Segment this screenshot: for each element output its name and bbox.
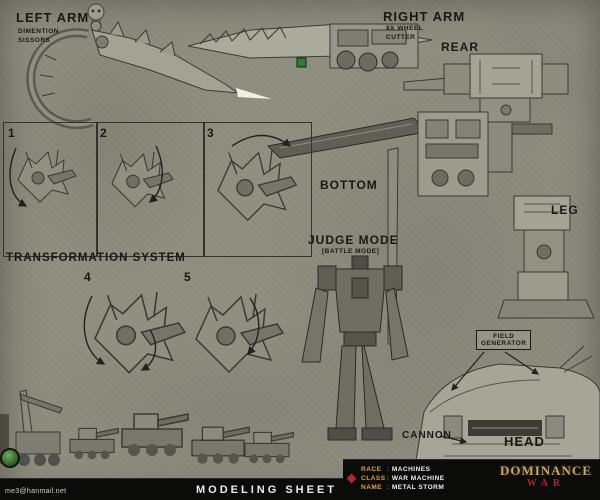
label-left-arm-sub1: DIMENTION xyxy=(18,28,59,35)
label-head: HEAD xyxy=(504,434,545,449)
spec-separator: : xyxy=(387,484,389,491)
left-arm-sketch xyxy=(26,20,272,130)
spec-row-name: NAME:METAL STORM xyxy=(361,483,445,492)
sheet-title: MODELING SHEET xyxy=(196,483,338,496)
head-sketch xyxy=(413,345,600,473)
label-right-arm: RIGHT ARM xyxy=(383,9,466,24)
logo-line2: WAR xyxy=(526,478,566,489)
spec-separator: : xyxy=(387,475,389,482)
label-transformation-system: TRANSFORMATION SYSTEM xyxy=(6,252,186,264)
label-bottom: BOTTOM xyxy=(320,178,378,192)
spec-row-class: CLASS:WAR MACHINE xyxy=(361,474,445,483)
transform-step-box-3 xyxy=(203,122,312,257)
logo-line1: DOMINANCE xyxy=(499,463,592,478)
field-generator-line2: GENERATOR xyxy=(481,340,527,347)
spec-label: NAME xyxy=(361,484,383,491)
transformation-step-sketches xyxy=(9,134,297,374)
spec-value: METAL STORM xyxy=(391,484,445,491)
spec-label: CLASS xyxy=(361,475,386,482)
spec-rows: RACE:MACHINES CLASS:WAR MACHINE NAME:MET… xyxy=(343,460,445,500)
label-rear: REAR xyxy=(441,40,480,54)
label-field-generator: FIELD GENERATOR xyxy=(476,330,532,350)
step-number-4: 4 xyxy=(84,270,91,284)
info-panel: RACE:MACHINES CLASS:WAR MACHINE NAME:MET… xyxy=(343,459,600,500)
label-left-arm: LEFT ARM xyxy=(16,10,90,25)
label-right-arm-sub1: 8X WHEEL xyxy=(386,25,424,32)
label-left-arm-sub2: SISSORS xyxy=(18,37,51,44)
label-leg: LEG xyxy=(551,203,579,217)
dominance-war-badge-icon xyxy=(0,448,20,468)
edge-strip xyxy=(0,414,9,464)
bottom-view-sketch xyxy=(266,111,513,197)
label-judge-mode: JUDGE MODE xyxy=(308,233,399,247)
transform-step-box-2 xyxy=(96,122,205,257)
spec-value: MACHINES xyxy=(391,466,431,473)
step-number-5: 5 xyxy=(184,270,191,284)
judge-mode-sketch xyxy=(301,147,409,441)
field-generator-line1: FIELD xyxy=(493,333,515,340)
spec-value: WAR MACHINE xyxy=(391,475,445,482)
label-cannon: CANNON xyxy=(402,430,452,441)
spec-row-race: RACE:MACHINES xyxy=(361,465,445,474)
leg-sketch xyxy=(497,195,595,319)
label-right-arm-sub2: CUTTER xyxy=(386,34,416,41)
annotation-lines xyxy=(439,351,539,445)
spec-label: RACE xyxy=(361,466,382,473)
dominance-war-logo: DOMINANCE WAR xyxy=(500,460,600,500)
artist-email: me3@hanmail.net xyxy=(5,488,67,495)
label-battle-mode: [BATTLE MODE] xyxy=(322,248,380,255)
step-number-1: 1 xyxy=(8,126,15,140)
vehicle-row-sketches xyxy=(15,389,294,466)
step-number-3: 3 xyxy=(207,126,214,140)
transform-step-box-1 xyxy=(3,122,98,257)
spec-separator: : xyxy=(387,466,389,473)
right-arm-sketch xyxy=(187,23,433,72)
step-number-2: 2 xyxy=(100,126,107,140)
